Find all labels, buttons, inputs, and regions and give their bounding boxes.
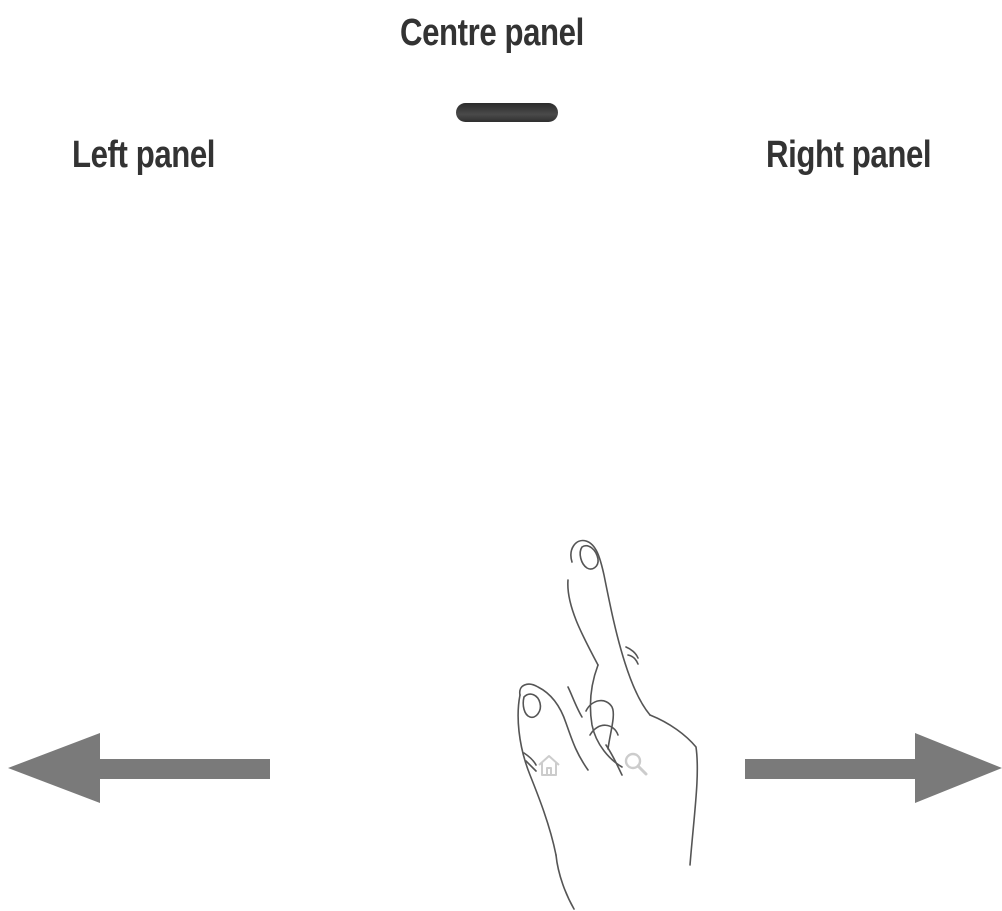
left-panel-label: Left panel (72, 134, 215, 177)
arrow-right-icon (745, 733, 1002, 803)
centre-panel-label: Centre panel (400, 12, 584, 55)
right-panel-label: Right panel (766, 134, 931, 177)
search-icon (622, 750, 650, 778)
arrow-left-icon (8, 733, 273, 803)
swipe-hand-icon (510, 535, 710, 911)
home-icon (536, 752, 562, 778)
centre-panel-handle[interactable] (456, 103, 558, 122)
